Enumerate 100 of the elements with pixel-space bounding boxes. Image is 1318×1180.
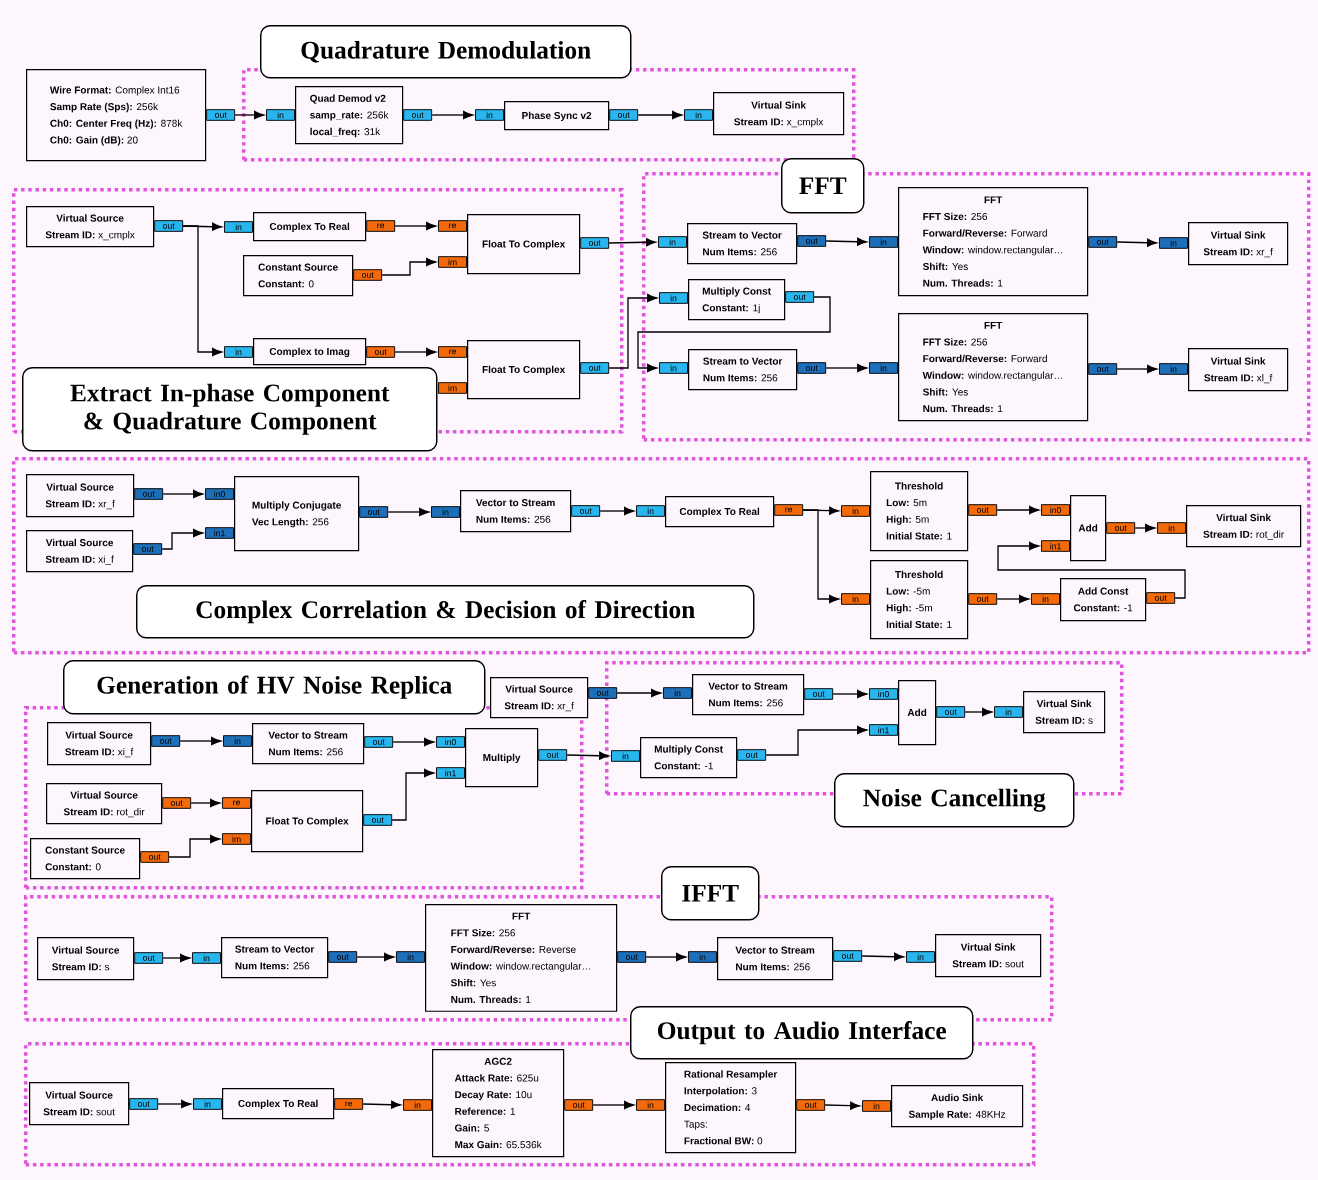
block: Virtual Sink Stream ID: rot_dir bbox=[1186, 505, 1302, 548]
block: Quad Demod v2 samp_rate: 256k local_freq: 31k bbox=[295, 86, 404, 145]
port-tag: re bbox=[438, 346, 467, 358]
arrow bbox=[608, 238, 657, 247]
block: Virtual Sink Stream ID: s bbox=[1023, 691, 1106, 734]
port-tag: re bbox=[222, 797, 251, 809]
block: Virtual Source Stream ID: sout bbox=[29, 1082, 130, 1126]
port-tag: out bbox=[206, 109, 236, 121]
block: Virtual Source Stream ID: xr_f bbox=[26, 474, 135, 518]
port-tag: in1 bbox=[205, 527, 234, 539]
arrow bbox=[387, 507, 430, 517]
block: Vector to Stream Num Items: 256 bbox=[717, 937, 834, 981]
arrow bbox=[824, 1101, 861, 1110]
port-tag: out bbox=[797, 235, 827, 247]
arrow bbox=[608, 293, 658, 369]
arrow bbox=[616, 688, 662, 698]
port-tag: in bbox=[193, 1098, 222, 1110]
port-tag: out bbox=[580, 362, 610, 374]
port-tag: in1 bbox=[1041, 540, 1070, 552]
arrow bbox=[832, 689, 868, 699]
block: Stream to Vector Num Items: 256 bbox=[688, 349, 798, 391]
block: Float To Complex bbox=[251, 790, 364, 853]
port-tag: in bbox=[192, 952, 221, 964]
arrow bbox=[381, 257, 437, 276]
arrow bbox=[645, 952, 687, 962]
arrow bbox=[637, 110, 683, 120]
block: Multiply Const Constant: -1 bbox=[640, 737, 738, 779]
port-tag: out bbox=[366, 346, 396, 358]
arrow bbox=[861, 952, 905, 961]
arrow bbox=[825, 237, 868, 246]
port-tag: in bbox=[636, 505, 665, 517]
arrow bbox=[592, 1100, 635, 1110]
block: Virtual Source Stream ID: x_cmplx bbox=[26, 206, 155, 248]
port-tag: out bbox=[796, 1099, 826, 1111]
port-tag: in bbox=[636, 1099, 665, 1111]
port-tag: im bbox=[438, 382, 467, 394]
arrow bbox=[161, 528, 204, 550]
port-tag: in1 bbox=[869, 724, 898, 736]
port-tag: out bbox=[134, 488, 164, 500]
arrow bbox=[394, 221, 437, 231]
port-tag: im bbox=[438, 256, 467, 268]
block: Virtual Source Stream ID: s bbox=[37, 937, 135, 981]
port-tag: in bbox=[994, 706, 1023, 718]
port-tag: in bbox=[396, 951, 425, 963]
port-tag: out bbox=[154, 220, 184, 232]
port-tag: re bbox=[366, 220, 396, 232]
arrow bbox=[168, 834, 221, 858]
node-label: Generation of HV Noise Replica bbox=[97, 675, 452, 699]
port-tag: in bbox=[431, 506, 460, 518]
arrow bbox=[964, 707, 993, 717]
port-tag: in bbox=[869, 236, 898, 248]
port-tag: in bbox=[659, 292, 688, 304]
port-tag: out bbox=[609, 109, 639, 121]
arrow bbox=[1134, 523, 1156, 533]
block: Vector to Stream Num Items: 256 bbox=[252, 723, 365, 765]
port-tag: in bbox=[266, 109, 295, 121]
port-tag: out bbox=[162, 797, 192, 809]
port-tag: out bbox=[617, 951, 647, 963]
block: Threshold Low: -5m High: -5m Initial State: 1 bbox=[870, 560, 969, 640]
port-tag: out bbox=[403, 109, 433, 121]
block: Virtual Sink Stream ID: xl_f bbox=[1188, 348, 1289, 392]
port-tag: out bbox=[968, 504, 998, 516]
arrow bbox=[997, 541, 1186, 599]
arrow bbox=[802, 509, 840, 604]
arrow bbox=[825, 363, 868, 373]
port-tag: out bbox=[936, 706, 966, 718]
port-tag: in0 bbox=[205, 488, 234, 500]
block: Complex To Real bbox=[253, 212, 367, 242]
port-tag: in bbox=[1159, 363, 1188, 375]
port-tag: in bbox=[611, 750, 640, 762]
block: FFT FFT Size: 256 Forward/Reverse: Reverse Window: window.rectangular… Shift: Yes Num. Threads: 1 bbox=[425, 904, 618, 1012]
port-tag: out bbox=[580, 237, 610, 249]
block: Audio Sink Sample Rate: 48KHz bbox=[891, 1085, 1024, 1128]
block: Multiply bbox=[465, 728, 539, 788]
port-tag: in bbox=[869, 362, 898, 374]
port-tag: out bbox=[797, 362, 827, 374]
port-tag: out bbox=[353, 269, 383, 281]
port-tag: in bbox=[224, 346, 253, 358]
port-tag: out bbox=[359, 506, 389, 518]
arrow bbox=[637, 296, 831, 373]
block: Virtual Source Stream ID: xr_f bbox=[490, 677, 589, 719]
port-tag: in bbox=[684, 109, 713, 121]
port-tag: im bbox=[222, 833, 251, 845]
block: Rational Resampler Interpolation: 3 Decimation: 4 Taps: Fractional BW: 0 bbox=[665, 1062, 797, 1154]
port-tag: out bbox=[1088, 236, 1118, 248]
arrow bbox=[1116, 238, 1158, 247]
block: Complex To Real bbox=[222, 1088, 335, 1120]
port-tag: re bbox=[774, 504, 804, 516]
arrow bbox=[566, 751, 610, 760]
node-label: Output to Audio Interface bbox=[658, 1021, 946, 1045]
block: Stream to Vector Num Items: 256 bbox=[221, 937, 329, 979]
arrow bbox=[599, 506, 635, 516]
block: Vector to Stream Num Items: 256 bbox=[460, 490, 572, 533]
port-tag: in0 bbox=[1041, 504, 1070, 516]
port-tag: in bbox=[658, 236, 687, 248]
port-tag: in bbox=[403, 1099, 432, 1111]
block: Virtual Sink Stream ID: x_cmplx bbox=[713, 92, 845, 136]
block: Virtual Source Stream ID: xi_f bbox=[47, 722, 152, 766]
port-tag: out bbox=[1106, 522, 1136, 534]
port-tag: re bbox=[438, 220, 467, 232]
